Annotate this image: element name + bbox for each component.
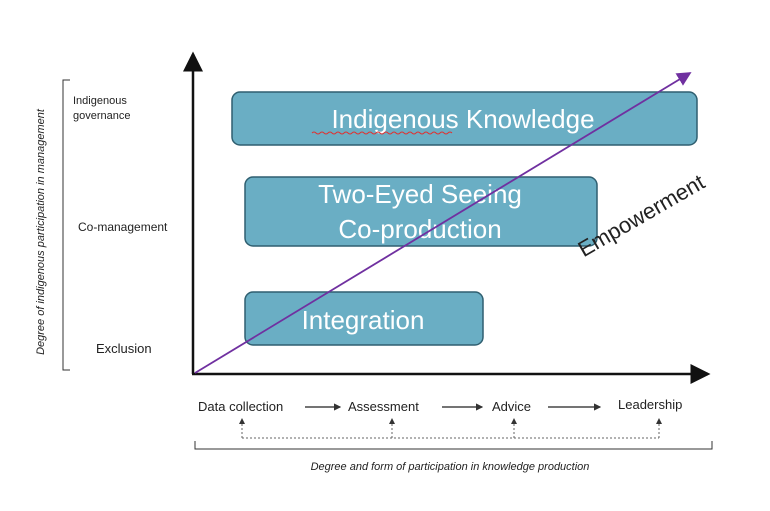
stage-data-collection: Data collection: [198, 399, 283, 414]
box-two-eyed-seeing-label: Two-Eyed Seeing: [318, 179, 522, 209]
x-axis-title: Degree and form of participation in know…: [311, 461, 590, 473]
y-bracket: [62, 79, 70, 371]
box-two-eyed-seeing-co-production: [244, 176, 598, 247]
stage-advice: Advice: [492, 399, 531, 414]
level-indigenous-governance-line2: governance: [73, 110, 131, 122]
y-axis-title: Degree of indigenous participation in ma…: [35, 108, 47, 355]
stage-leadership: Leadership: [618, 397, 682, 412]
stage-assessment: Assessment: [348, 399, 419, 414]
level-indigenous-governance-line1: Indigenous: [73, 95, 127, 107]
box-indigenous-knowledge: [231, 91, 698, 146]
box-co-production-label: Co-production: [338, 214, 501, 244]
x-bracket: [194, 441, 713, 450]
spellcheck-underline: [311, 131, 453, 135]
empowerment-arrow: [194, 72, 692, 374]
box-integration: [244, 291, 484, 346]
level-co-management: Co-management: [78, 220, 168, 234]
level-exclusion: Exclusion: [96, 341, 152, 356]
box-indigenous-knowledge-label: Indigenous Knowledge: [331, 104, 594, 134]
box-integration-label: Integration: [302, 305, 425, 335]
